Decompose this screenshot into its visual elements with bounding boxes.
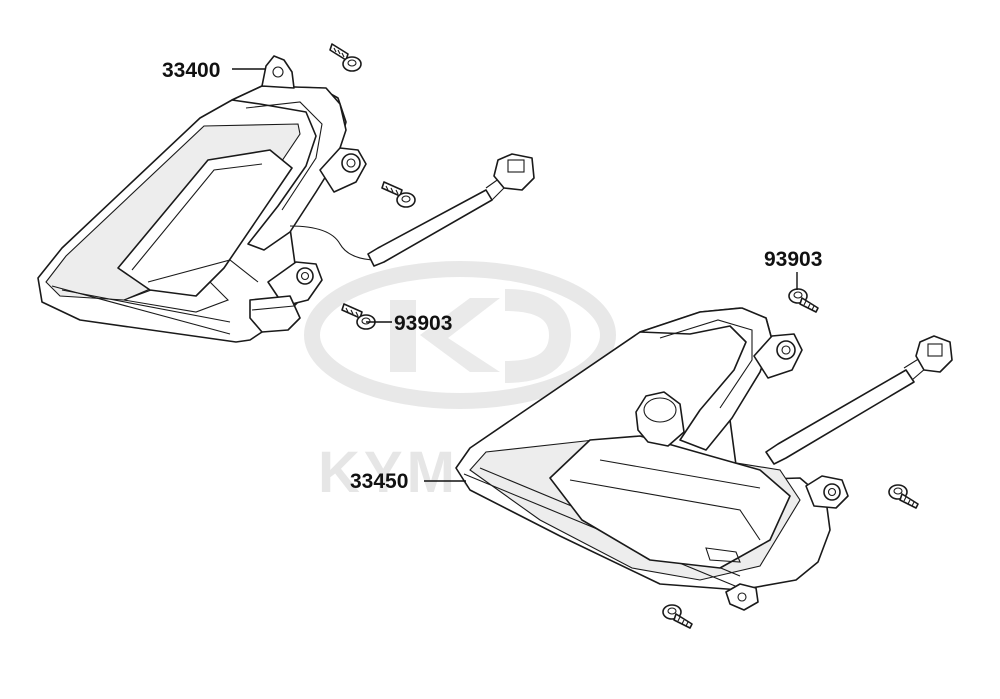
left-turn-signal-lamp [37, 55, 535, 343]
screw-icon [788, 288, 819, 313]
screw-icon [329, 43, 362, 72]
callout-left-lamp: 33400 [162, 59, 266, 82]
part-number-label: 93903 [764, 248, 822, 271]
screw-icon [662, 604, 693, 629]
callout-right-lamp: 33450 [350, 470, 466, 493]
screw-icon [341, 303, 376, 330]
callout-screw-right: 93903 [764, 248, 822, 290]
screw-icon [888, 484, 919, 509]
right-turn-signal-lamp [455, 307, 953, 611]
screw-icon [381, 181, 416, 208]
part-number-label: 33450 [350, 470, 408, 493]
part-number-label: 33400 [162, 59, 220, 82]
callout-screw-left: 93903 [366, 312, 452, 335]
part-number-label: 93903 [394, 312, 452, 335]
